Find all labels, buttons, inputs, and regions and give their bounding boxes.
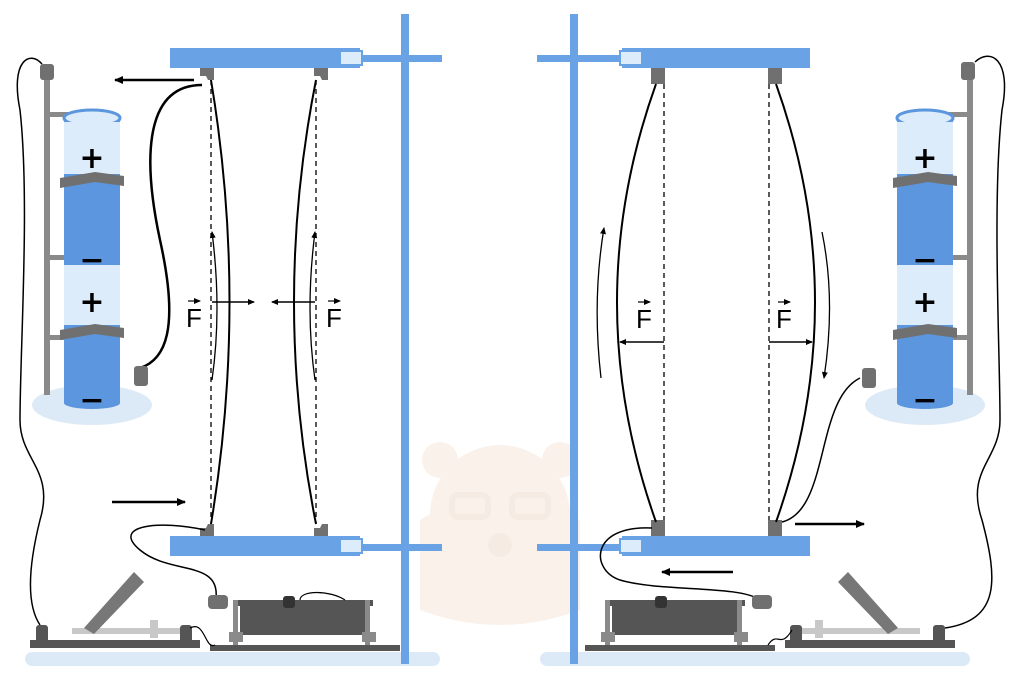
right-top-bar (622, 48, 810, 68)
right-wire-b (775, 83, 816, 523)
right-wire-a (616, 83, 657, 523)
left-knife-switch-icon (30, 572, 200, 648)
right-stand-pole (570, 14, 578, 664)
left-battery-sign-1: + (79, 141, 104, 176)
left-battery-sign-2: − (79, 243, 104, 278)
right-stand-arm-top (537, 55, 632, 62)
right-battery-sign-4: − (912, 383, 937, 418)
left-battery-icon (60, 108, 124, 409)
left-rheostat-icon (210, 596, 400, 651)
left-stand-pole (401, 14, 409, 664)
right-bottom-bar (622, 536, 810, 556)
right-battery-sign-2: − (912, 243, 937, 278)
right-knife-switch-icon (785, 572, 955, 648)
left-stand-arm-top (350, 55, 442, 62)
left-force-label-1: F (186, 303, 202, 333)
left-setup: F F + − + − (16, 14, 442, 664)
right-setup: F F + − + − (537, 14, 1006, 664)
right-force-label-2: F (776, 304, 792, 334)
left-force-label-2: F (326, 303, 342, 333)
right-battery-sign-1: + (912, 141, 937, 176)
left-battery-sign-4: − (79, 383, 104, 418)
left-battery-sign-3: + (79, 285, 104, 320)
right-force-label-1: F (636, 304, 652, 334)
left-bottom-bar (170, 536, 360, 556)
left-top-bar (170, 48, 360, 68)
right-battery-icon (893, 108, 957, 409)
left-stand-arm-bottom (350, 544, 442, 551)
right-battery-sign-3: + (912, 285, 937, 320)
right-rheostat-icon (585, 596, 775, 651)
right-stand-arm-bottom (537, 544, 632, 551)
watermark-bear-icon (420, 442, 580, 625)
